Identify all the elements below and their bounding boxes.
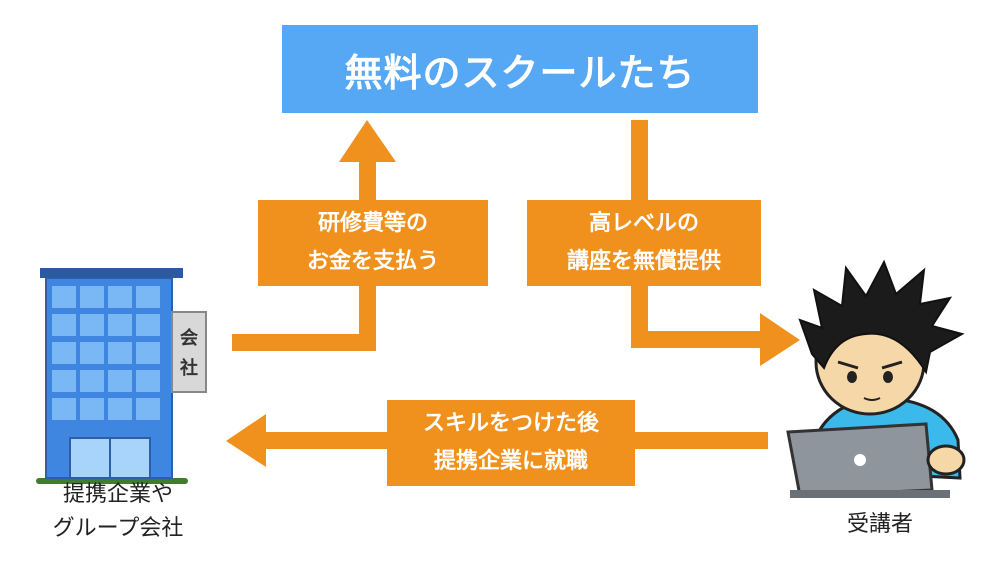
learner-caption: 受講者 xyxy=(846,512,913,537)
pay-label-line1: 研修費等の xyxy=(317,211,428,236)
offer-label-line1: 高レベルの xyxy=(588,211,699,236)
free-schools-title: 無料のスクールたち xyxy=(344,50,696,95)
free-schools-box: 無料のスクールたち xyxy=(282,25,758,113)
pay-label-box: 研修費等の お金を支払う xyxy=(258,200,488,286)
company-caption-line2: グループ会社 xyxy=(52,516,184,541)
company-caption-line1: 提携企業や xyxy=(62,482,173,507)
offer-label-line2: 講座を無償提供 xyxy=(566,249,721,274)
company-sign-char1: 会 xyxy=(180,327,198,349)
pay-label-line2: お金を支払う xyxy=(306,249,439,274)
skill-label-line2: 提携企業に就職 xyxy=(433,449,588,474)
company-caption: 提携企業や グループ会社 xyxy=(18,478,218,546)
company-sign-char2: 社 xyxy=(180,357,198,379)
offer-label-box: 高レベルの 講座を無償提供 xyxy=(527,200,761,286)
skill-label-line1: スキルをつけた後 xyxy=(422,411,599,436)
company-building-icon xyxy=(36,268,207,484)
learner-icon xyxy=(786,259,966,498)
skill-label-box: スキルをつけた後 提携企業に就職 xyxy=(387,400,635,486)
